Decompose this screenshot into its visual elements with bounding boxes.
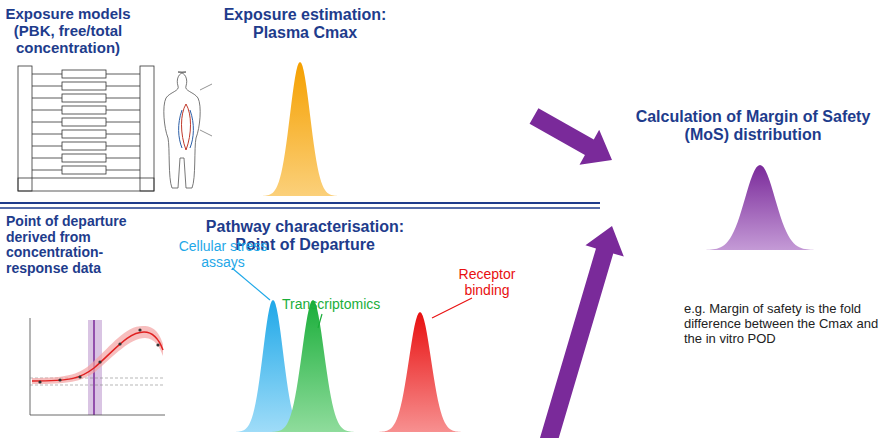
separator-line [0, 202, 600, 204]
leader-line [318, 314, 322, 328]
distribution-curve [269, 300, 357, 432]
distribution-curve [260, 62, 340, 196]
curve-label: Transcriptomics [282, 296, 402, 312]
section-heading: Exposure models (PBK, free/total concent… [4, 6, 132, 62]
pbk-model-sketch [18, 66, 212, 191]
note-text: e.g. Margin of safety is the fold differ… [684, 302, 884, 347]
concentration-response-chart [30, 318, 165, 415]
flow-arrow [525, 226, 623, 438]
curve-label: Receptor binding [444, 266, 530, 298]
leader-line [232, 268, 270, 300]
flow-arrow [530, 108, 612, 164]
distribution-curve [700, 165, 820, 250]
leader-line [432, 298, 472, 318]
heading-text: Calculation of Margin of Safety (MoS) di… [623, 108, 883, 144]
section-heading: Point of departure derived from concentr… [6, 214, 156, 284]
section-heading: Exposure estimation: Plasma Cmax [220, 6, 532, 198]
result-panel: Calculation of Margin of Safety (MoS) di… [615, 108, 890, 253]
heading-text: Exposure estimation: Plasma Cmax [220, 6, 390, 42]
distribution-curve [376, 312, 464, 432]
heading-text: Exposure models (PBK, free/total concent… [4, 6, 132, 56]
curve-label: Cellular stress assays [168, 238, 278, 270]
heading-text: Point of departure derived from concentr… [6, 214, 156, 277]
separator-line [0, 207, 600, 209]
